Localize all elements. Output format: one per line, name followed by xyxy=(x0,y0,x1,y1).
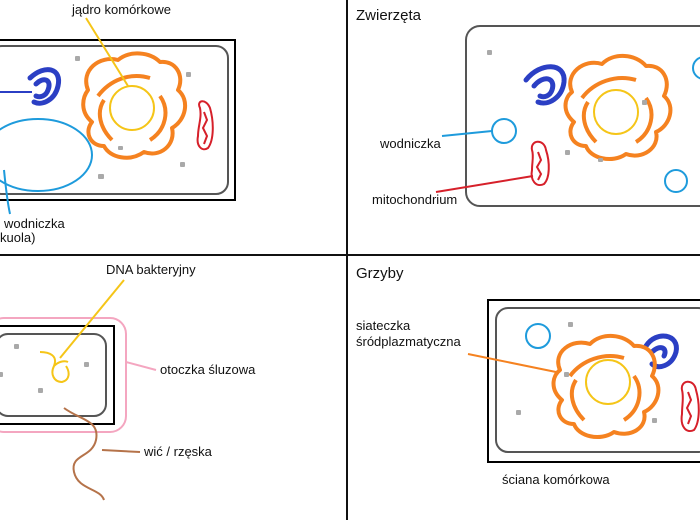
fungi-ribosomes xyxy=(516,322,657,423)
ribosome xyxy=(14,344,19,349)
label-nucleus: jądro komórkowe xyxy=(72,2,171,17)
ribosome xyxy=(487,50,492,55)
ribosome xyxy=(118,146,123,150)
fungi-nucleus xyxy=(585,359,631,405)
title-fungi: Grzyby xyxy=(356,265,404,282)
animal-vacuole-2 xyxy=(664,169,688,193)
pointer-nucleus xyxy=(85,17,129,87)
label-plant-vacuole-line1: wodniczka xyxy=(4,216,65,231)
label-cell-wall: ściana komórkowa xyxy=(502,472,610,487)
pointer-animal-mitochondrion xyxy=(435,175,534,193)
animal-vacuole-3 xyxy=(692,56,700,80)
animal-er xyxy=(563,54,673,162)
ribosome xyxy=(598,158,603,162)
bacteria-membrane xyxy=(0,333,107,417)
ribosome xyxy=(75,56,80,61)
fungi-golgi xyxy=(643,333,679,370)
label-animal-vacuole: wodniczka xyxy=(380,136,441,151)
title-animals: Zwierzęta xyxy=(356,7,422,24)
animal-nucleus xyxy=(593,89,639,135)
animal-vacuole-1 xyxy=(491,118,517,144)
plant-vacuole xyxy=(0,118,93,192)
label-dna: DNA bakteryjny xyxy=(106,262,196,277)
ribosome xyxy=(642,100,647,105)
pointer-dna xyxy=(59,279,125,359)
fungi-cell-wall xyxy=(487,299,700,463)
bacteria-dna xyxy=(39,351,70,384)
ribosome xyxy=(568,322,573,327)
fungi-mitochondrion xyxy=(680,380,700,432)
pointer-capsule xyxy=(125,361,157,371)
label-er-line1: siateczka xyxy=(356,318,411,333)
plant-ribosomes xyxy=(75,56,191,179)
pointer-animal-vacuole xyxy=(441,130,493,137)
bacteria-flagellum xyxy=(63,407,105,501)
plant-cell-wall xyxy=(0,39,236,201)
ribosome xyxy=(84,362,89,367)
bacterial-cell xyxy=(0,279,157,501)
pointer-vacuole xyxy=(3,169,11,215)
plant-golgi xyxy=(27,67,62,106)
ribosome xyxy=(186,72,191,77)
ribosome xyxy=(516,410,521,415)
ribosome xyxy=(98,174,104,179)
label-plant-vacuole-line2: kuola) xyxy=(0,230,36,245)
fungi-vacuole xyxy=(525,323,551,349)
pointer-er xyxy=(467,353,557,373)
label-capsule: otoczka śluzowa xyxy=(160,362,256,377)
animal-cell-membrane xyxy=(465,25,700,207)
animal-ribosomes xyxy=(487,50,647,162)
plant-mitochondrion xyxy=(196,100,214,151)
plant-nucleus xyxy=(109,85,155,131)
bacteria-ribosomes xyxy=(0,344,89,393)
plant-cell-membrane xyxy=(0,45,229,195)
bacteria-cell-wall xyxy=(0,325,115,425)
bacteria-capsule xyxy=(0,317,127,433)
fungi-cell-membrane xyxy=(495,307,700,453)
ribosome xyxy=(565,150,570,155)
fungi-er xyxy=(551,334,661,440)
ribosome xyxy=(38,388,43,393)
animal-mitochondrion xyxy=(530,140,550,186)
label-mitochondrion: mitochondrium xyxy=(372,192,458,207)
fungal-cell xyxy=(467,299,700,463)
ribosome xyxy=(180,162,185,167)
label-er-line2: śródplazmatyczna xyxy=(356,334,461,349)
ribosome xyxy=(564,372,569,377)
label-flagellum: wić / rzęska xyxy=(144,444,212,459)
animal-golgi xyxy=(523,64,567,106)
pointer-flagellum xyxy=(101,449,141,453)
ribosome xyxy=(0,372,3,377)
ribosome xyxy=(652,418,657,423)
animal-cell xyxy=(435,25,700,207)
plant-er xyxy=(81,51,188,160)
plant-cell xyxy=(0,17,236,215)
